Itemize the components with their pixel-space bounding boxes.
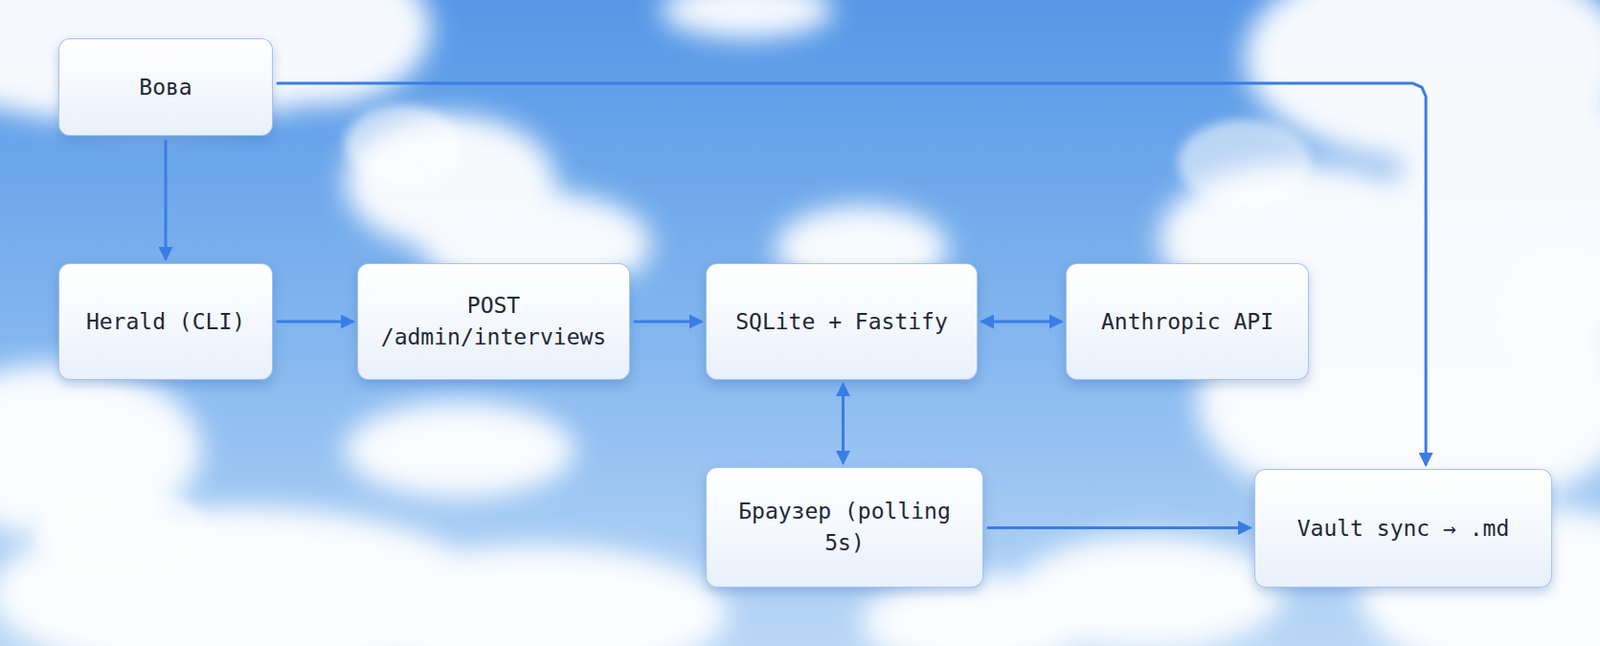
cloud [660,0,834,39]
flow-arrow [164,140,168,259]
flow-arrow [634,320,701,324]
flow-arrow [277,83,1426,465]
cloud [344,105,460,182]
cloud [344,545,728,646]
flow-arrow [988,526,1250,530]
box-label: SQLite + Fastify [735,306,948,339]
process-box: Вова [58,38,273,136]
flow-arrow [841,384,845,463]
cloud [1177,119,1312,206]
process-box: Anthropic API [1065,263,1309,381]
cloud [1014,536,1284,646]
cloud [1503,248,1600,384]
flow-arrow [277,320,353,324]
process-box: SQLite + Fastify [705,263,978,381]
box-label: Вова [138,71,192,104]
flow-arrow [982,320,1061,324]
process-box: Браузер (polling 5s) [705,467,984,588]
box-label: POST /admin/interviews [377,290,610,354]
box-label: Vault sync → .md [1297,513,1510,545]
cloud [344,402,575,498]
process-box: POST /admin/interviews [357,263,631,381]
box-label: Браузер (polling 5s) [725,495,964,560]
process-box: Vault sync → .md [1254,469,1553,588]
cloud [38,488,211,585]
box-label: Herald (CLI) [86,306,246,339]
process-box: Herald (CLI) [58,263,273,381]
box-label: Anthropic API [1101,306,1274,339]
